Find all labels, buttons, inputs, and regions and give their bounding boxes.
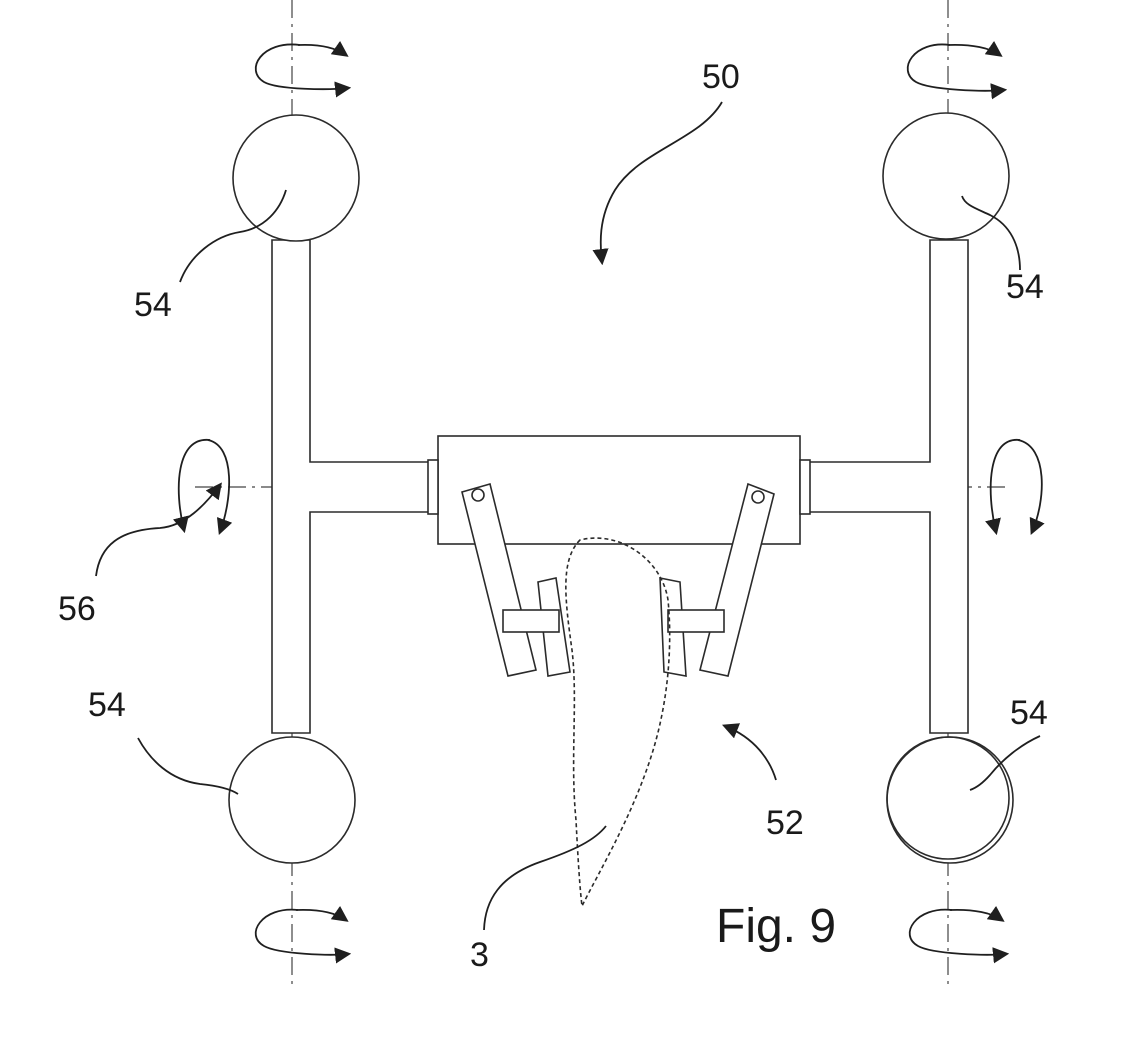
rotation-arrow-horizontal-right [991,440,1042,532]
label-54-bottom-left: 54 [88,686,126,724]
rotation-arrow-bottom-right [910,910,1006,955]
label-52: 52 [766,804,804,842]
pivot-hole-left [472,489,484,501]
rotation-arrow-bottom-left [256,910,348,955]
leader-54-bottom-left [138,738,238,794]
leader-3 [484,826,606,930]
left-frame [272,240,432,733]
figure-caption: Fig. 9 [716,900,836,953]
label-54-top-left: 54 [134,286,172,324]
label-54-top-right: 54 [1006,268,1044,306]
clamp-pad-left [503,610,559,632]
right-frame [808,240,968,733]
label-50: 50 [702,58,740,96]
rotation-arrow-top-left [256,44,348,89]
wheel-top-right [883,113,1009,239]
clamp-pad-right [668,610,724,632]
wheel-bottom-left [229,737,355,863]
wheel-top-left [233,115,359,241]
label-54-bottom-right: 54 [1010,694,1048,732]
rotation-arrow-top-right [908,44,1004,90]
label-3: 3 [470,936,489,974]
wheel-bottom-right [887,737,1013,863]
pivot-hole-right [752,491,764,503]
object-profile [566,538,670,906]
leader-52 [725,726,776,780]
leader-50 [601,102,722,262]
label-56: 56 [58,590,96,628]
leader-56 [96,485,220,576]
left-connector [428,460,438,514]
right-connector [800,460,810,514]
